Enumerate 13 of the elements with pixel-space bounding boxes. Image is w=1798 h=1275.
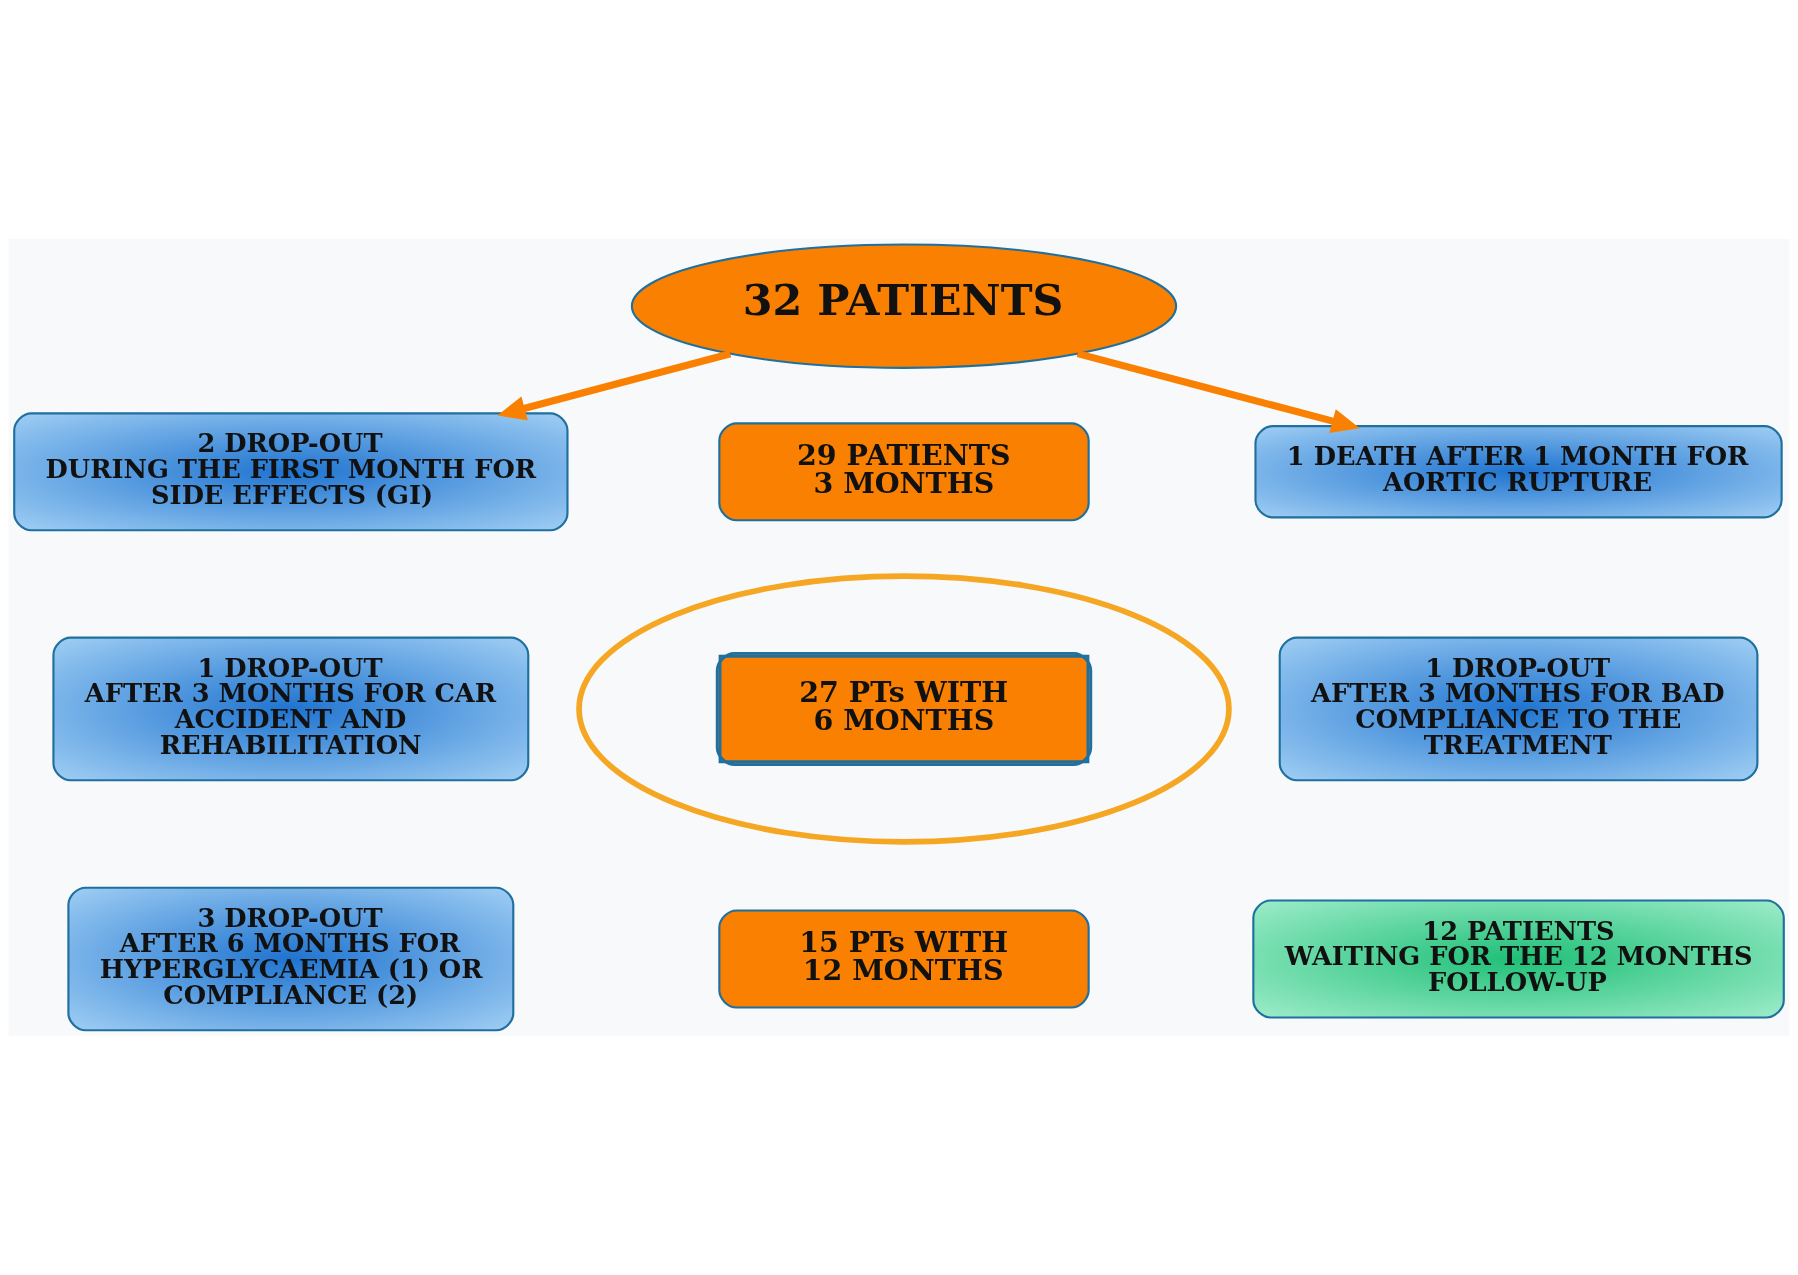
- node-box: 1 DROP-OUT AFTER 3 MONTHS FOR BAD COMPLIANCE TO THE TREATMENT: [1278, 636, 1759, 782]
- node-box: 1 DROP-OUT AFTER 3 MONTHS FOR CAR ACCIDENT AND REHABILITATION: [52, 636, 530, 782]
- node-ellipse: 32 PATIENTS: [630, 243, 1178, 369]
- node-box: 2 DROP-OUT DURING THE FIRST MONTH FOR SIDE EFFECTS (GI): [13, 412, 569, 532]
- arrow: [1076, 350, 1360, 433]
- node-box: 29 PATIENTS 3 MONTHS: [718, 422, 1090, 522]
- node-box: 1 DEATH AFTER 1 MONTH FOR AORTIC RUPTURE: [1254, 425, 1783, 519]
- node-box: 15 PTs WITH 12 MONTHS: [718, 909, 1090, 1009]
- arrow: [497, 350, 732, 421]
- node-box: 12 PATIENTS WAITING FOR THE 12 MONTHS FOLLOW-UP: [1252, 899, 1785, 1019]
- node-box: 3 DROP-OUT AFTER 6 MONTHS FOR HYPERGLYCAEMIA (1) OR COMPLIANCE (2): [67, 886, 515, 1032]
- cluster: [576, 573, 1232, 845]
- node-text: 27 PTs WITH 6 MONTHS: [799, 674, 1009, 738]
